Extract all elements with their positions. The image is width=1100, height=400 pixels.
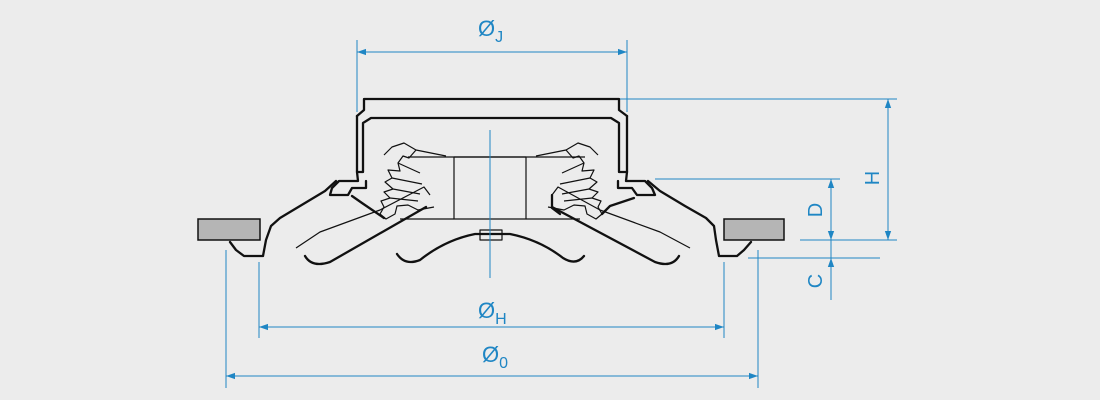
sheet-right-outer — [600, 196, 636, 216]
dimension-lines — [225, 40, 897, 388]
label-c: C — [805, 274, 827, 288]
label-d: D — [805, 203, 827, 217]
label-j: ØJ — [478, 16, 503, 46]
label-o-symbol: Ø — [482, 342, 499, 367]
ceiling-panel-left — [197, 218, 261, 241]
sheet-left — [350, 194, 386, 220]
diffuser-details — [295, 142, 691, 249]
hub-nut — [479, 229, 503, 241]
label-j-sub: J — [495, 29, 503, 46]
vane-left-inner — [389, 149, 447, 202]
label-j-symbol: Ø — [478, 16, 495, 41]
blade-right — [550, 205, 681, 266]
shell-right — [616, 170, 657, 197]
ceiling — [197, 218, 785, 241]
diffuser-body — [228, 97, 753, 266]
label-height: H — [862, 171, 884, 185]
label-h-symbol: Ø — [478, 298, 495, 323]
ceiling-panel-right — [723, 218, 785, 241]
label-h-sub: H — [495, 311, 507, 328]
blade-left — [303, 205, 428, 266]
plenum-wall-left — [355, 114, 629, 174]
label-o-sub: 0 — [499, 355, 508, 372]
label-o-diameter: Ø0 — [482, 342, 508, 372]
center-wave — [395, 232, 586, 264]
shell-left — [328, 170, 368, 197]
wing-right-inner — [551, 186, 691, 249]
plenum-top-lip — [355, 97, 629, 118]
vane-right-inner — [535, 149, 593, 202]
shell-left-outer — [228, 179, 338, 258]
label-h-diameter: ØH — [478, 298, 507, 328]
wing-left-inner — [295, 186, 431, 249]
shell-right-outer — [646, 179, 753, 258]
